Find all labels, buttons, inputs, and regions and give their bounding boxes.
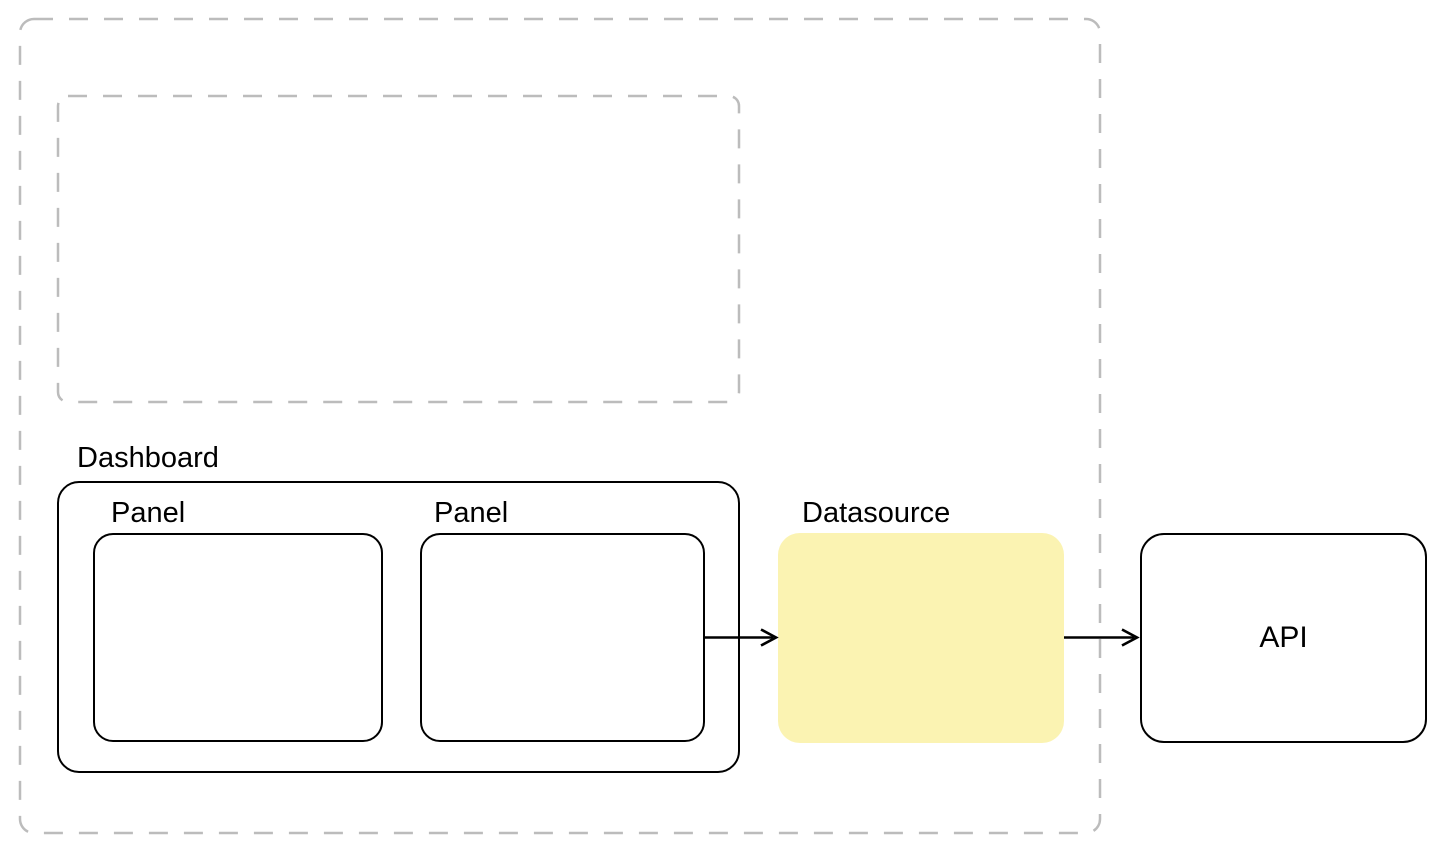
api-box: API [1140, 533, 1427, 743]
inner-dashed-placeholder-box [56, 94, 741, 404]
datasource-box [778, 533, 1064, 743]
datasource-label: Datasource [802, 497, 951, 529]
panel-2-box [420, 533, 705, 742]
panel-2-label: Panel [434, 497, 509, 529]
dashboard-label: Dashboard [77, 442, 219, 474]
arrow-datasource-to-api [1064, 628, 1140, 647]
panel-1-box [93, 533, 383, 742]
api-label: API [1259, 621, 1308, 654]
panel-1-label: Panel [111, 497, 186, 529]
